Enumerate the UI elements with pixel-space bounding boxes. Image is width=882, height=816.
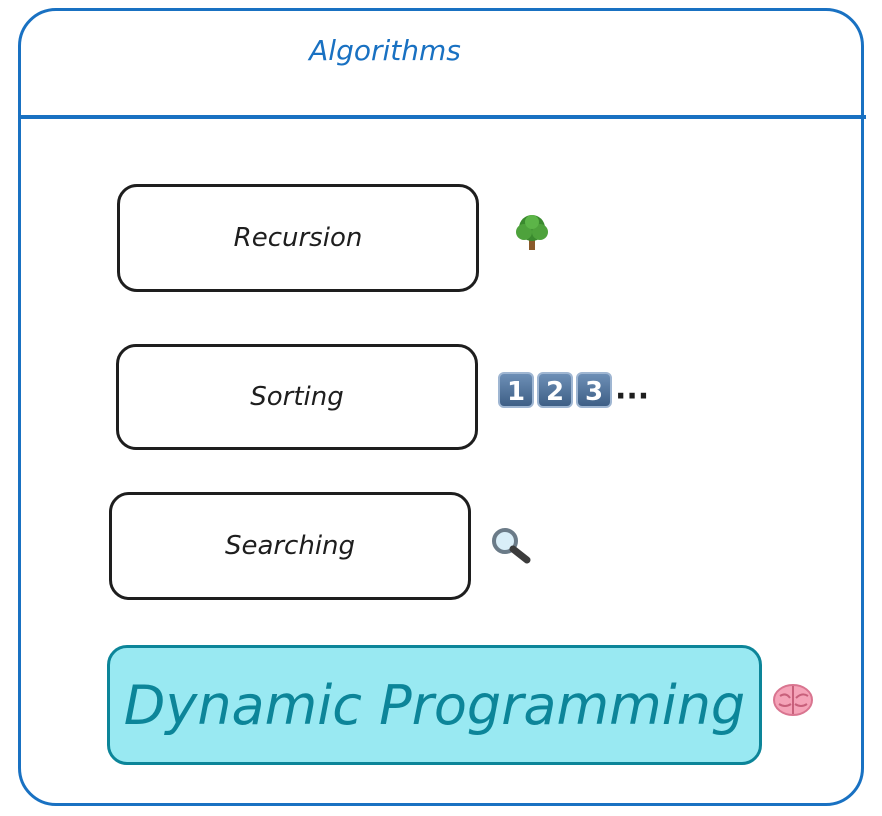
keycap-three: 3 xyxy=(576,372,612,408)
searching-box[interactable]: Searching xyxy=(109,492,471,600)
ellipsis: ... xyxy=(615,371,650,407)
keycap-two: 2 xyxy=(537,372,573,408)
magnifying-glass-icon xyxy=(490,526,532,564)
container-title: Algorithms xyxy=(309,33,461,67)
dynamic-programming-label: Dynamic Programming xyxy=(123,673,746,737)
keycap-one: 1 xyxy=(498,372,534,408)
recursion-label: Recursion xyxy=(233,223,363,253)
sorting-label: Sorting xyxy=(250,382,344,412)
algorithms-container xyxy=(18,8,864,806)
header-divider xyxy=(18,115,866,119)
brain-icon xyxy=(772,682,814,720)
searching-label: Searching xyxy=(224,531,356,561)
recursion-box[interactable]: Recursion xyxy=(117,184,479,292)
sorting-box[interactable]: Sorting xyxy=(116,344,478,450)
dynamic-programming-box[interactable]: Dynamic Programming xyxy=(107,645,762,765)
tree-icon xyxy=(512,212,552,252)
